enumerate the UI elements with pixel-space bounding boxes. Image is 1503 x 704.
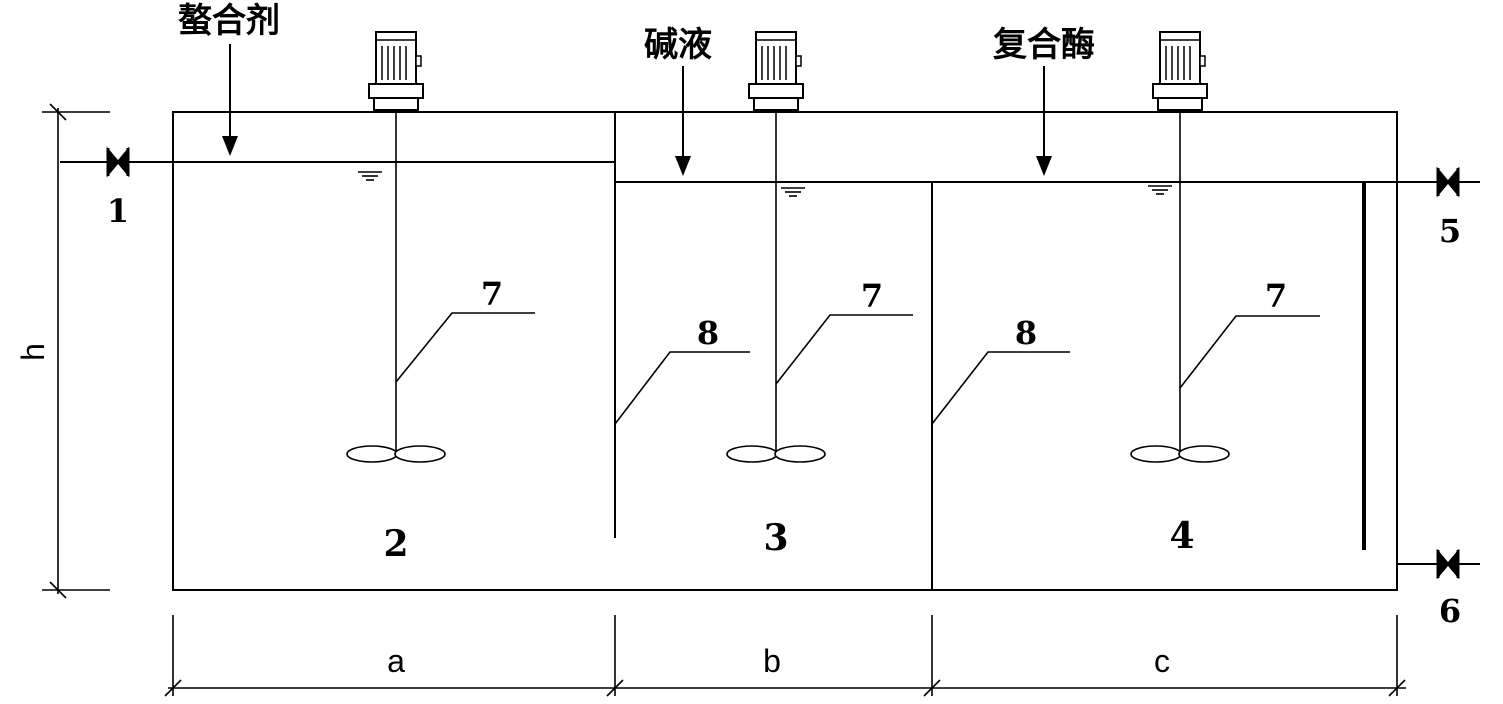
enzyme-arrow-icon xyxy=(1036,66,1052,176)
inlet-valve-number: 1 xyxy=(107,192,129,230)
width-dimension xyxy=(164,615,1406,697)
tank-number-2: 3 xyxy=(763,517,788,559)
inlet-valve-icon xyxy=(106,146,130,178)
width-c-label: c xyxy=(1154,643,1170,679)
water-level-icon-1 xyxy=(357,171,383,181)
height-label: h xyxy=(15,343,51,361)
drain-valve-number: 6 xyxy=(1439,592,1461,630)
motor-icon-3 xyxy=(1152,31,1208,111)
baffle-number-1: 8 xyxy=(697,314,719,352)
leader-line-7-1 xyxy=(395,312,535,383)
baffle-number-2: 8 xyxy=(1015,314,1037,352)
leader-line-8-1 xyxy=(614,351,750,425)
tank-number-3: 4 xyxy=(1169,515,1194,557)
leader-line-8-2 xyxy=(931,351,1070,425)
compound-enzyme-label: 复合酶 xyxy=(993,25,1095,65)
width-a-label: a xyxy=(387,643,405,679)
motor-icon-1 xyxy=(368,31,424,111)
tank-outline xyxy=(172,111,1398,591)
agitator-number-2: 7 xyxy=(861,277,883,315)
tank-number-1: 2 xyxy=(383,523,408,565)
alkali-solution-label: 碱液 xyxy=(644,25,712,65)
leader-line-7-2 xyxy=(775,314,913,385)
height-dimension xyxy=(42,103,110,599)
water-level-icon-3 xyxy=(1147,185,1173,195)
leader-line-7-3 xyxy=(1179,315,1320,389)
outlet-valve-icon xyxy=(1436,166,1460,198)
chelating-agent-label: 螯合剂 xyxy=(178,1,280,41)
drain-valve-icon xyxy=(1436,548,1460,580)
width-b-label: b xyxy=(763,643,781,679)
alkali-arrow-icon xyxy=(675,66,691,176)
agitator-number-3: 7 xyxy=(1265,277,1287,315)
outlet-valve-number: 5 xyxy=(1439,212,1461,250)
water-level-icon-2 xyxy=(780,187,806,197)
motor-icon-2 xyxy=(748,31,804,111)
chelating-arrow-icon xyxy=(222,44,238,156)
agitator-number-1: 7 xyxy=(481,275,503,313)
